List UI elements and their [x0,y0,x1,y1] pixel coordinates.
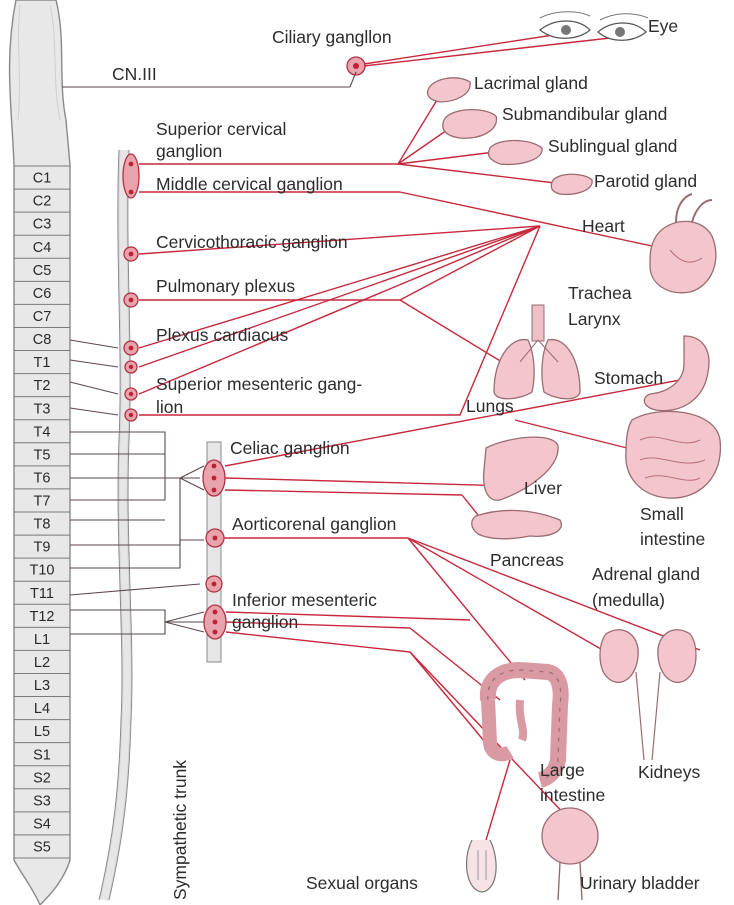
cervicothoracic-label: Cervicothoracic ganglion [156,232,348,252]
segment-label-t2: T2 [34,378,51,394]
segment-label-s5: S5 [33,840,51,856]
segment-label-c3: C3 [33,217,52,233]
sublingual-gland-label: Sublingual gland [548,136,677,156]
lungs-label: Lungs [466,396,514,416]
lacrimal-gland-illustration [428,78,471,102]
parotid-gland-label: Parotid gland [594,171,697,191]
segment-label-c1: C1 [33,171,52,187]
sexual-organs-label: Sexual organs [306,873,418,893]
submandibular-gland-illustration [443,110,497,139]
segment-label-l3: L3 [34,678,50,694]
sexual-organs-illustration [467,840,497,892]
liver-label: Liver [524,478,562,498]
larynx-label: Larynx [568,309,621,329]
eyes-illustration [540,12,648,41]
middle-cervical-label: Middle cervical ganglion [156,174,343,194]
segment-label-s2: S2 [33,770,51,786]
segment-label-t9: T9 [34,540,51,556]
sympathetic-trunk [99,150,132,900]
segment-label-l4: L4 [34,701,50,717]
parotid-gland-illustration [551,174,592,194]
adrenal-gland-label-1: Adrenal gland [592,564,700,584]
celiac-ganglion-label: Celiac ganglion [230,438,350,458]
segment-label-c5: C5 [33,263,52,279]
sublingual-gland-illustration [488,141,542,165]
segment-label-t7: T7 [34,494,51,510]
segment-label-c8: C8 [33,332,52,348]
segment-label-t5: T5 [34,447,51,463]
labels: Eye Ciliary gangllon CN.III Lacrimal gla… [112,16,705,900]
superior-mesenteric-label-1: Superior mesenteric gang- [156,374,362,394]
segment-label-l5: L5 [34,724,50,740]
prevertebral-ganglia [203,57,365,639]
adrenal-gland-label-2: (medulla) [592,590,665,610]
plexus-cardiacus-label: Plexus cardiacus [156,325,289,345]
inferior-mesenteric-label-1: Inferior mesenteric [232,590,377,610]
kidneys-label: Kidneys [638,762,701,782]
aorticorenal-label: Aorticorenal ganglion [232,514,396,534]
segment-label-t1: T1 [34,355,51,371]
ciliary-ganglion-label: Ciliary gangllon [272,27,392,47]
superior-cervical-label-1: Superior cervical [156,119,286,139]
sympathetic-trunk-label: Sympathetic trunk [170,760,190,900]
segment-label-s1: S1 [33,747,51,763]
kidneys-illustration [600,630,696,760]
pancreas-label: Pancreas [490,550,564,570]
inferior-mesenteric-label-2: ganglion [232,612,298,632]
segment-label-t8: T8 [34,517,51,533]
segment-label-s3: S3 [33,793,51,809]
segment-label-s4: S4 [33,816,51,832]
segment-label-l1: L1 [34,632,50,648]
small-intestine-illustration [626,411,721,498]
superior-mesenteric-label-2: lion [156,397,183,417]
large-intestine-label-2: intestine [540,785,605,805]
lacrimal-gland-label: Lacrimal gland [474,73,588,93]
heart-label: Heart [582,216,625,236]
segment-label-c2: C2 [33,194,52,210]
submandibular-gland-label: Submandibular gland [502,104,667,124]
segment-label-l2: L2 [34,655,50,671]
pulmonary-plexus-label: Pulmonary plexus [156,276,295,296]
segment-label-t11: T11 [30,586,54,602]
large-intestine-label-1: Large [540,760,585,780]
stomach-label: Stomach [594,368,663,388]
segment-label-t12: T12 [30,609,55,625]
segment-label-t3: T3 [34,401,51,417]
segment-label-c6: C6 [33,286,52,302]
small-intestine-label-2: intestine [640,529,705,549]
spinal-cord: C1C2C3C4C5C6C7C8T1T2T3T4T5T6T7T8T9T10T11… [10,0,70,905]
segment-label-t4: T4 [34,424,51,440]
segment-label-c7: C7 [33,309,52,325]
small-intestine-label-1: Small [640,504,684,524]
pancreas-illustration [472,510,562,538]
eye-label: Eye [648,16,678,36]
segment-label-t6: T6 [34,470,51,486]
heart-illustration [650,194,716,293]
urinary-bladder-label: Urinary bladder [580,873,700,893]
cn-iii-label: CN.III [112,64,157,84]
superior-cervical-label-2: ganglion [156,141,222,161]
segment-label-t10: T10 [30,563,55,579]
trachea-label: Trachea [568,283,632,303]
segment-label-c4: C4 [33,240,52,256]
